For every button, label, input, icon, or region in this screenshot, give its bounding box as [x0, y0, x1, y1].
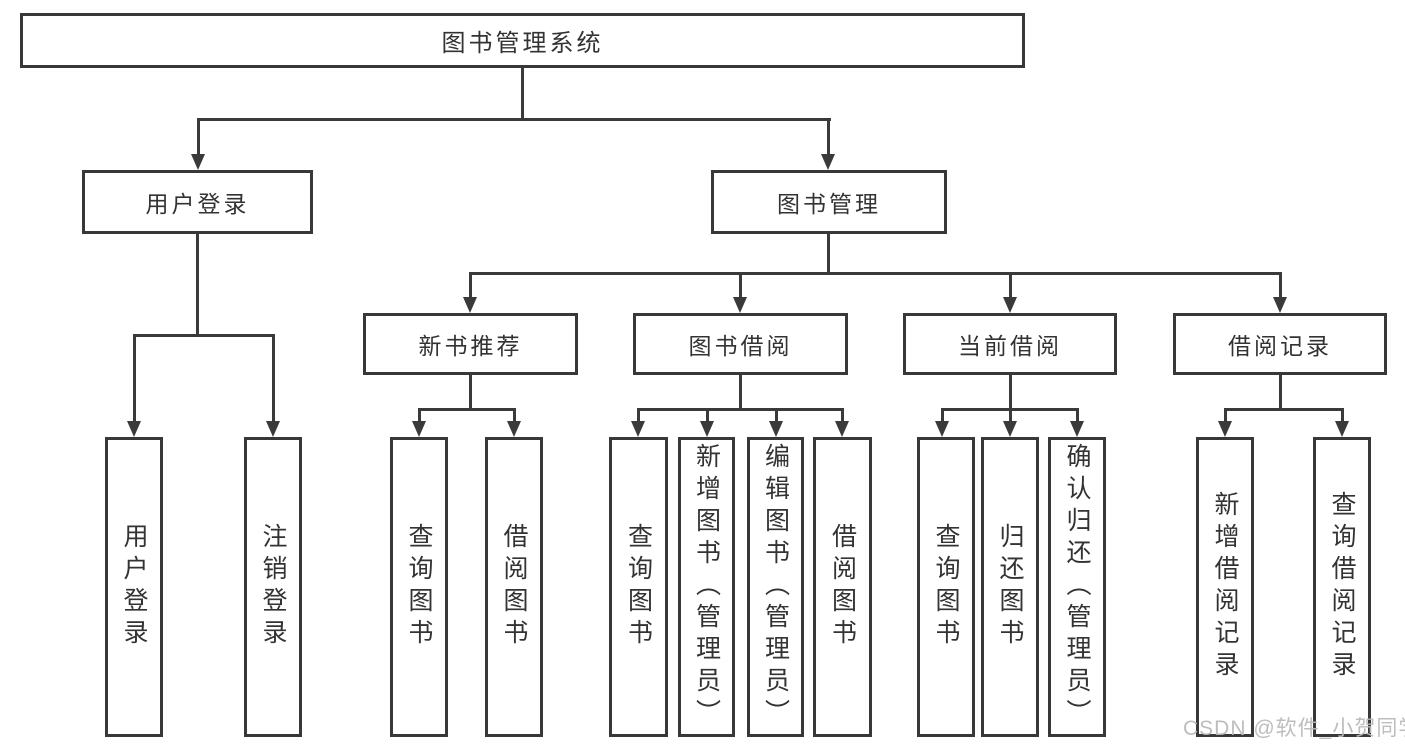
leaf-user-login: 用户登录 — [105, 437, 163, 737]
leaf-label: 查询图书 — [405, 523, 433, 651]
leaf-label: 查询图书 — [932, 523, 960, 651]
connector-vline — [941, 408, 944, 423]
connector-hline — [1224, 408, 1344, 411]
node-user-login: 用户登录 — [82, 170, 313, 234]
arrow-down-icon — [463, 297, 477, 313]
arrow-down-icon — [266, 421, 280, 437]
leaf-label: 注销登录 — [259, 523, 287, 651]
leaf-confirm-return-admin: 确认归还（管理员） — [1048, 437, 1106, 737]
leaf-label: 借阅图书 — [828, 523, 857, 651]
node-label: 借阅记录 — [1228, 333, 1332, 359]
leaf-label: 查询图书 — [624, 523, 653, 651]
leaf-borrow-books-recommend: 借阅图书 — [485, 437, 543, 737]
connector-vline — [469, 272, 472, 299]
leaf-add-borrow-record: 新增借阅记录 — [1196, 437, 1254, 737]
connector-vline — [196, 234, 199, 337]
arrow-down-icon — [127, 421, 141, 437]
leaf-label: 用户登录 — [120, 523, 148, 651]
arrow-down-icon — [412, 421, 426, 437]
connector-vline — [197, 118, 200, 156]
connector-vline — [1009, 375, 1012, 411]
node-label: 图书借阅 — [688, 333, 793, 359]
node-book-borrowing: 图书借阅 — [633, 313, 848, 375]
leaf-query-borrow-record: 查询借阅记录 — [1313, 437, 1371, 737]
connector-vline — [1279, 272, 1282, 299]
connector-hline — [197, 118, 831, 121]
arrow-down-icon — [191, 154, 205, 170]
node-label: 图书管理 — [777, 191, 881, 217]
connector-vline — [739, 272, 742, 299]
leaf-borrow-books-borrowing: 借阅图书 — [813, 437, 872, 737]
csdn-watermark: CSDN @软件_小贺同学 — [1183, 717, 1405, 740]
arrow-down-icon — [835, 421, 849, 437]
connector-vline — [1076, 408, 1079, 423]
leaf-label: 新增图书（管理员） — [692, 443, 721, 731]
arrow-down-icon — [1003, 421, 1017, 437]
leaf-label: 编辑图书（管理员） — [761, 443, 790, 731]
leaf-label: 归还图书 — [996, 523, 1024, 651]
connector-hline — [418, 408, 516, 411]
arrow-down-icon — [821, 154, 835, 170]
arrow-down-icon — [1003, 297, 1017, 313]
arrow-down-icon — [1273, 297, 1287, 313]
node-label: 用户登录 — [145, 191, 250, 217]
connector-vline — [775, 408, 778, 423]
connector-vline — [739, 375, 742, 411]
connector-vline — [706, 408, 709, 423]
arrow-down-icon — [1335, 421, 1349, 437]
arrow-down-icon — [935, 421, 949, 437]
connector-vline — [1009, 272, 1012, 299]
leaf-return-book: 归还图书 — [981, 437, 1039, 737]
connector-vline — [1341, 408, 1344, 423]
node-label: 新书推荐 — [418, 333, 523, 359]
arrow-down-icon — [507, 421, 521, 437]
arrow-down-icon — [733, 297, 747, 313]
arrow-down-icon — [700, 421, 714, 437]
leaf-label: 新增借阅记录 — [1211, 491, 1239, 683]
connector-vline — [469, 375, 472, 411]
node-current-borrowing: 当前借阅 — [903, 313, 1117, 375]
connector-vline — [272, 334, 275, 423]
connector-vline — [827, 118, 830, 156]
node-borrow-records: 借阅记录 — [1173, 313, 1387, 375]
leaf-label: 确认归还（管理员） — [1063, 443, 1091, 731]
node-book-management: 图书管理 — [711, 170, 947, 234]
connector-vline — [827, 234, 830, 275]
node-new-book-recommend: 新书推荐 — [363, 313, 578, 375]
node-library-management-system: 图书管理系统 — [20, 13, 1025, 68]
leaf-query-books-borrowing: 查询图书 — [609, 437, 668, 737]
connector-vline — [1279, 375, 1282, 411]
arrow-down-icon — [769, 421, 783, 437]
leaf-logout: 注销登录 — [244, 437, 302, 737]
arrow-down-icon — [1070, 421, 1084, 437]
connector-hline — [469, 272, 1281, 275]
connector-hline — [637, 408, 844, 411]
connector-vline — [521, 68, 524, 121]
leaf-query-books-current: 查询图书 — [917, 437, 975, 737]
node-label: 当前借阅 — [958, 333, 1062, 359]
leaf-query-books-recommend: 查询图书 — [390, 437, 448, 737]
connector-vline — [418, 408, 421, 423]
leaf-label: 查询借阅记录 — [1328, 491, 1356, 683]
node-label: 图书管理系统 — [441, 30, 604, 57]
connector-hline — [133, 334, 274, 337]
arrow-down-icon — [1218, 421, 1232, 437]
leaf-label: 借阅图书 — [500, 523, 528, 651]
arrow-down-icon — [631, 421, 645, 437]
connector-vline — [1009, 408, 1012, 423]
connector-vline — [637, 408, 640, 423]
connector-vline — [1224, 408, 1227, 423]
connector-vline — [841, 408, 844, 423]
leaf-add-book-admin: 新增图书（管理员） — [678, 437, 735, 737]
connector-vline — [513, 408, 516, 423]
leaf-edit-book-admin: 编辑图书（管理员） — [747, 437, 804, 737]
connector-vline — [133, 334, 136, 423]
